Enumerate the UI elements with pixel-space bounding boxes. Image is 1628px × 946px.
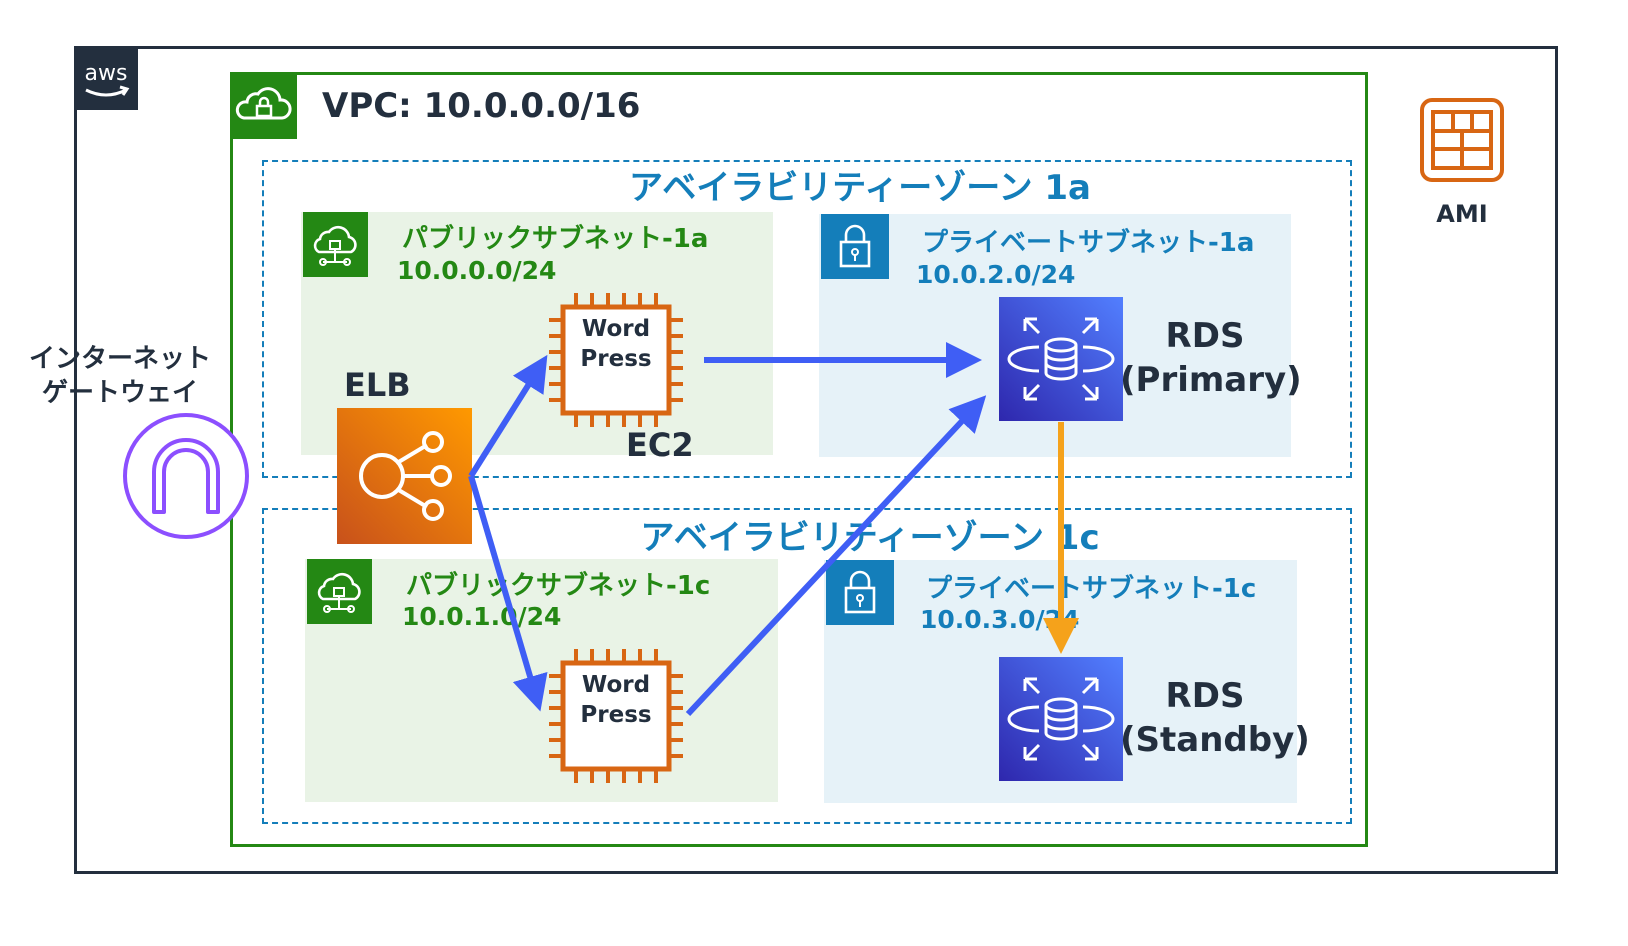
ec2-instance-label-1c: Word Press	[563, 670, 669, 730]
ec2-label: EC2	[626, 426, 694, 464]
aws-logo-icon: aws	[74, 46, 138, 110]
subnet-cloud-icon	[307, 559, 372, 624]
vpc-cloud-lock-icon	[230, 72, 297, 139]
rds-primary-label: RDS (Primary)	[1120, 314, 1302, 402]
ec2-press: Press	[580, 702, 652, 728]
rds-primary-line2: (Primary)	[1120, 360, 1302, 400]
availability-zone-1a	[262, 160, 1352, 478]
rds-standby-label: RDS (Standby)	[1120, 674, 1310, 762]
subnet-lock-icon	[826, 560, 894, 625]
aws-logo-text: aws	[85, 61, 128, 86]
ec2-instance-label-1a: Word Press	[563, 314, 669, 374]
ec2-word: Word	[581, 316, 651, 342]
internet-gateway-label-line1: インターネット	[28, 344, 211, 374]
rds-standby-line2: (Standby)	[1120, 720, 1310, 760]
internet-gateway-label-line2: ゲートウェイ	[41, 378, 198, 408]
ami-icon	[1420, 98, 1504, 186]
elb-label: ELB	[344, 366, 411, 404]
availability-zone-1c	[262, 508, 1352, 824]
ami-label: AMI	[1436, 200, 1488, 228]
subnet-lock-icon	[821, 214, 889, 279]
rds-standby-line1: RDS	[1165, 676, 1245, 716]
internet-gateway-icon	[122, 412, 252, 546]
rds-primary-line1: RDS	[1165, 316, 1245, 356]
arrow-elb-to-ec2-1a	[468, 354, 548, 478]
public-subnet-1a-cidr: 10.0.0.0/24	[397, 256, 557, 285]
az-1c-title: アベイラビリティーゾーン 1c	[640, 518, 1100, 558]
public-subnet-1a-name: パブリックサブネット-1a	[402, 224, 709, 254]
public-subnet-1c-cidr: 10.0.1.0/24	[402, 602, 562, 631]
ec2-word: Word	[581, 672, 651, 698]
aws-cloud-group	[74, 46, 1558, 874]
internet-gateway-label: インターネット ゲートウェイ	[20, 342, 220, 410]
arrow-ec2-1c-to-rds	[685, 395, 987, 717]
vpc-title: VPC: 10.0.0.0/16	[322, 86, 641, 126]
elb-icon	[337, 408, 472, 544]
rds-primary-icon	[999, 297, 1123, 421]
private-subnet-1a-name: プライベートサブネット-1a	[922, 228, 1255, 258]
subnet-cloud-icon	[303, 212, 368, 277]
ec2-chip-icon	[546, 646, 686, 790]
ec2-press: Press	[580, 346, 652, 372]
ec2-chip-icon	[546, 290, 686, 434]
az-1a-title: アベイラビリティーゾーン 1a	[628, 168, 1092, 208]
private-subnet-1a-cidr: 10.0.2.0/24	[916, 260, 1076, 289]
private-subnet-1c-name: プライベートサブネット-1c	[926, 574, 1257, 604]
arrow-elb-to-ec2-1c	[468, 475, 548, 712]
rds-standby-icon	[999, 657, 1123, 781]
public-subnet-1c-name: パブリックサブネット-1c	[406, 571, 711, 601]
